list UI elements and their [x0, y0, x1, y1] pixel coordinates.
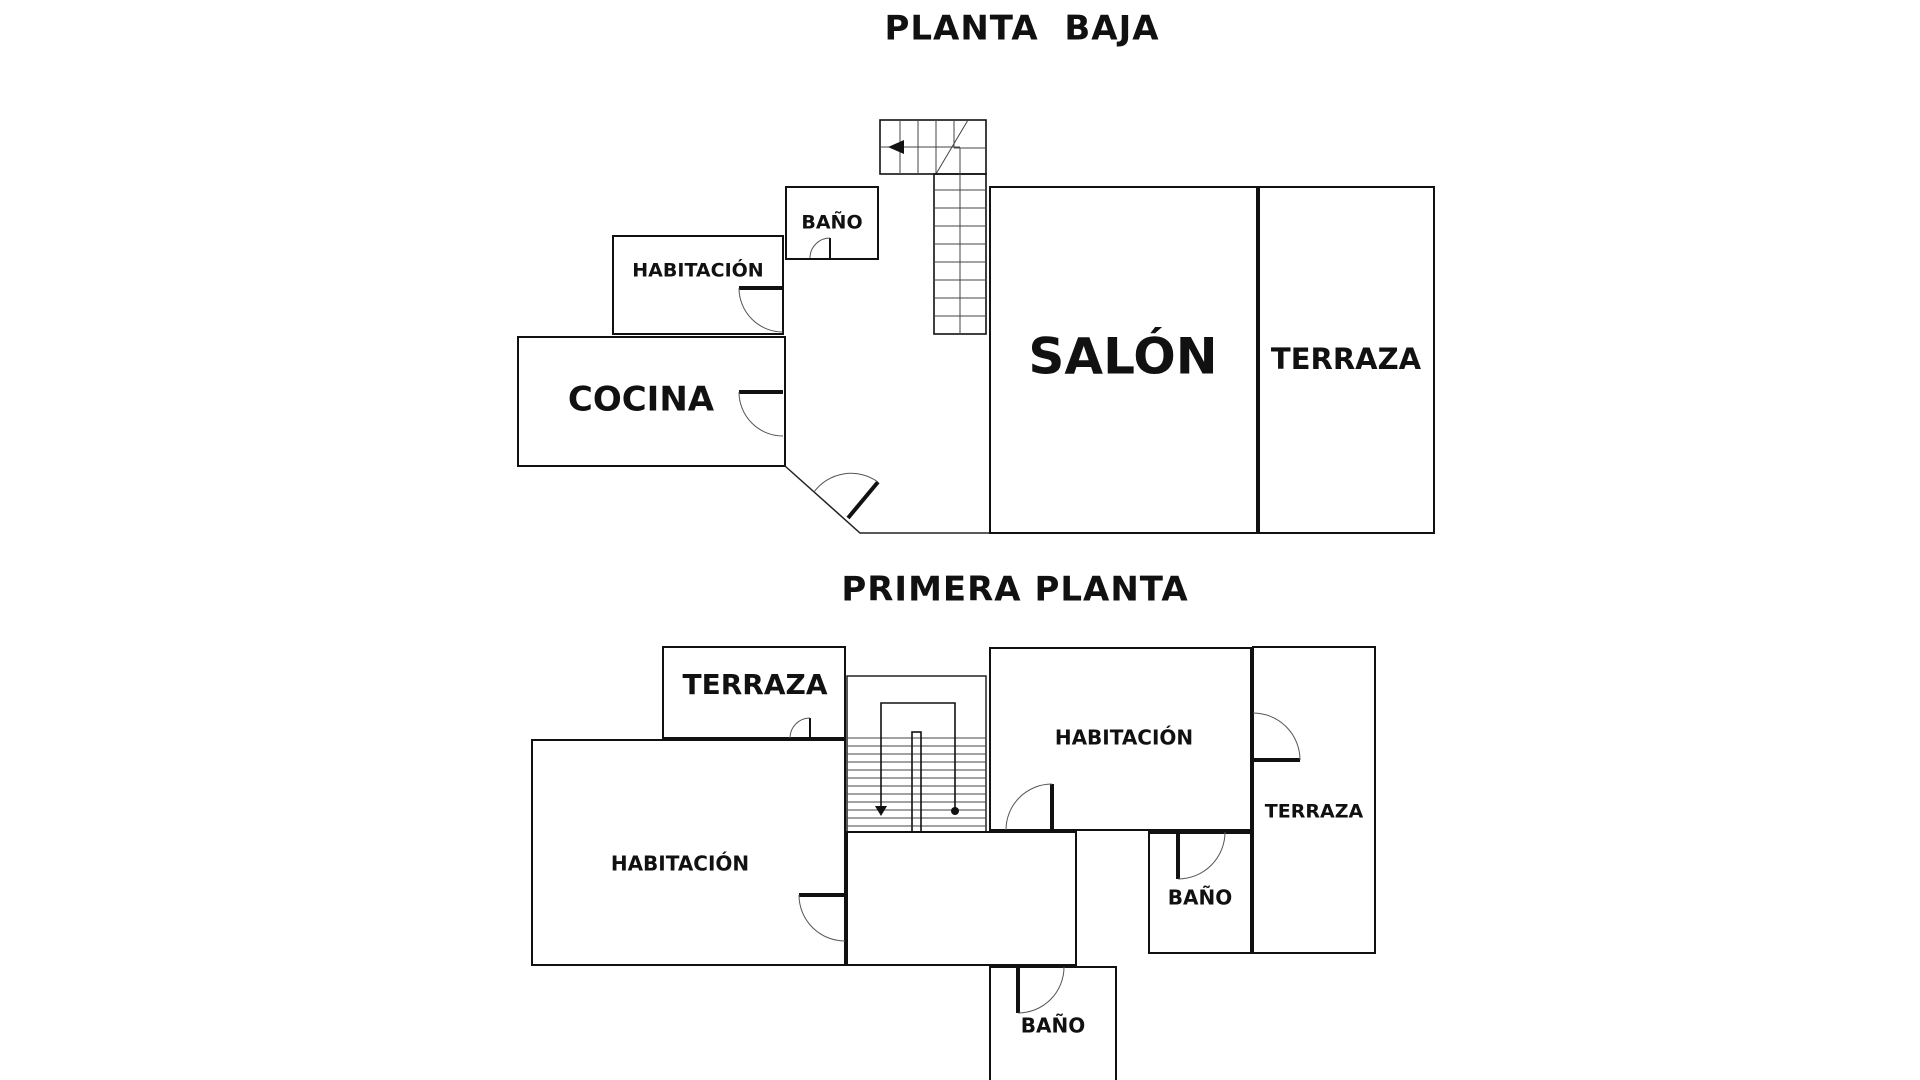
first-floor-plan: TERRAZA HABITACIÓN: [531, 646, 1376, 1080]
first-hallway: [846, 831, 1077, 966]
ground-floor-title: PLANTA BAJA: [884, 9, 1159, 49]
first-terrace-left-label: TERRAZA: [683, 668, 828, 701]
first-bathroom-right-room: [1148, 831, 1252, 954]
ground-terrace-room: [1258, 186, 1435, 534]
kitchen-label: COCINA: [568, 380, 715, 420]
ground-bathroom-room: [785, 186, 879, 260]
first-bathroom-bottom-label: BAÑO: [1021, 1014, 1085, 1038]
stair-direction-arrow: [888, 140, 904, 154]
first-bathroom-bottom-room: [989, 966, 1117, 1080]
first-terrace-right-label: TERRAZA: [1265, 801, 1364, 823]
first-terrace-left-room: [662, 646, 846, 739]
first-stair-dot: [951, 807, 959, 815]
ground-terrace-label: TERRAZA: [1271, 342, 1422, 376]
ground-staircase: [879, 119, 987, 335]
ground-bathroom-label: BAÑO: [801, 210, 862, 234]
living-room: [989, 186, 1258, 534]
first-floor-title: PRIMERA PLANTA: [841, 570, 1188, 610]
first-bedroom-right-room: [989, 647, 1252, 831]
ground-bedroom-room: [612, 235, 784, 335]
living-room-label: SALÓN: [1028, 327, 1217, 386]
first-bedroom-left-room: [531, 739, 846, 966]
first-bathroom-right-label: BAÑO: [1168, 886, 1232, 910]
first-bedroom-left-label: HABITACIÓN: [611, 852, 749, 876]
kitchen-room: [517, 336, 786, 467]
first-staircase: [846, 675, 987, 833]
first-stair-arrow: [875, 806, 887, 816]
ground-bedroom-label: HABITACIÓN: [632, 258, 763, 282]
first-bedroom-right-label: HABITACIÓN: [1055, 726, 1193, 750]
first-terrace-right-room: [1252, 646, 1376, 954]
entrance-door: [846, 480, 880, 520]
ground-floor-plan: BAÑO HABITACIÓN COCINA SALÓN TERRAZA: [517, 119, 1435, 534]
ground-hall-outline: [784, 465, 990, 534]
